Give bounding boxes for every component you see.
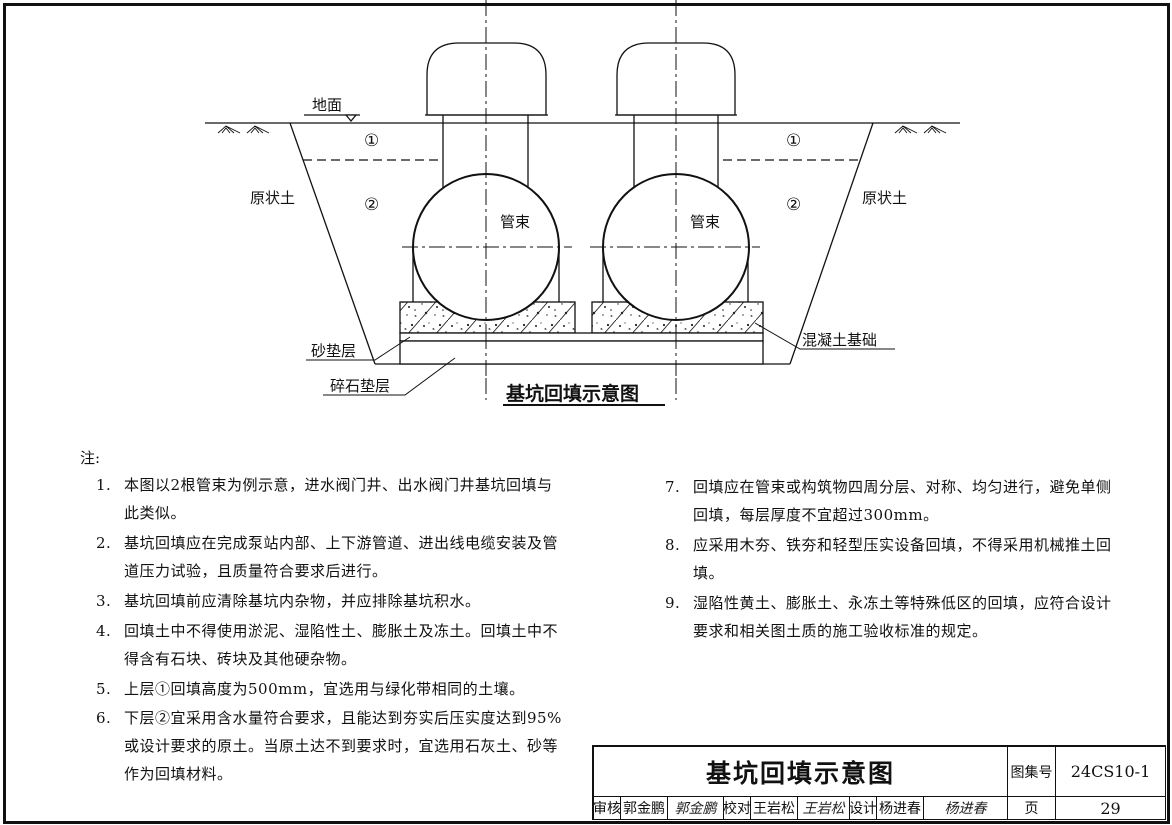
checker-name: 王岩松	[751, 797, 798, 820]
pipe-bundle-left-label: 管束	[500, 213, 530, 231]
pit-left-slope	[289, 122, 376, 365]
reviewer-name: 郭金鹏	[621, 797, 668, 820]
gravel-cushion-label: 碎石垫层	[330, 377, 390, 395]
title-block-title: 基坑回填示意图	[594, 747, 1008, 797]
note-item: 6. 下层②宜采用含水量符合要求，且能达到夯实后压实度达到95%或设计要求的原土…	[96, 709, 562, 783]
note-item: 7. 回填应在管束或构筑物四周分层、对称、均匀进行，避免单侧回填，每层厚度不宜超…	[665, 478, 1112, 524]
notes-header: 注:	[80, 449, 101, 467]
check-label: 校对	[724, 797, 751, 820]
soil-hatch-left-icon	[217, 125, 270, 134]
title-block: 基坑回填示意图 图集号 24CS10-1 审核 郭金鹏 郭金鹏 校对 王岩松 王…	[592, 745, 1166, 820]
gravel-cushion-layer	[399, 340, 764, 365]
reviewer-signature: 郭金鹏	[668, 797, 724, 820]
diagram-title: 基坑回填示意图	[505, 382, 639, 405]
layer1-right-marker: ①	[786, 131, 801, 151]
sand-cushion-label: 砂垫层	[311, 342, 356, 360]
note-item: 4. 回填土中不得使用淤泥、湿陷性土、膨胀土及冻土。回填土中不得含有石块、砖块及…	[96, 622, 559, 668]
pipe-bundle-right-label: 管束	[690, 213, 720, 231]
concrete-foundation-label: 混凝土基础	[802, 331, 877, 349]
note-item: 2. 基坑回填应在完成泵站内部、上下游管道、进出线电缆安装及管道压力试验，且质量…	[96, 534, 559, 580]
note-item: 3. 基坑回填前应清除基坑内杂物，并应排除基坑积水。	[96, 592, 481, 610]
layer2-left-marker: ②	[364, 195, 379, 215]
atlas-number: 24CS10-1	[1056, 747, 1166, 797]
pipe-bundle-left	[399, 0, 576, 400]
designer-name: 杨进春	[877, 797, 924, 820]
designer-signature: 杨进春	[924, 797, 1008, 820]
design-label: 设计	[850, 797, 877, 820]
note-item: 8. 应采用木夯、铁夯和轻型压实设备回填，不得采用机械推土回填。	[665, 536, 1112, 582]
review-label: 审核	[594, 797, 621, 820]
soil-hatch-right-icon	[894, 125, 947, 134]
layer2-right-marker: ②	[786, 195, 801, 215]
note-item: 1. 本图以2根管束为例示意，进水阀门井、出水阀门井基坑回填与此类似。	[96, 476, 553, 522]
original-soil-left-label: 原状土	[250, 189, 295, 207]
pit-right-slope	[789, 122, 874, 365]
checker-signature: 王岩松	[798, 797, 850, 820]
original-soil-right-label: 原状土	[862, 189, 907, 207]
sand-cushion-layer	[399, 332, 764, 342]
note-item: 9. 湿陷性黄土、膨胀土、永冻土等特殊低区的回填，应符合设计要求和相关图土质的施…	[665, 594, 1112, 640]
drawing-frame	[3, 3, 1170, 824]
atlas-number-label: 图集号	[1008, 747, 1056, 797]
page-label: 页	[1008, 797, 1056, 820]
layer1-left-marker: ①	[364, 131, 379, 151]
note-item: 5. 上层①回填高度为500mm，宜选用与绿化带相同的土壤。	[96, 680, 525, 698]
page-number: 29	[1056, 797, 1166, 820]
pipe-bundle-right	[590, 0, 764, 400]
ground-label: 地面	[312, 96, 342, 114]
